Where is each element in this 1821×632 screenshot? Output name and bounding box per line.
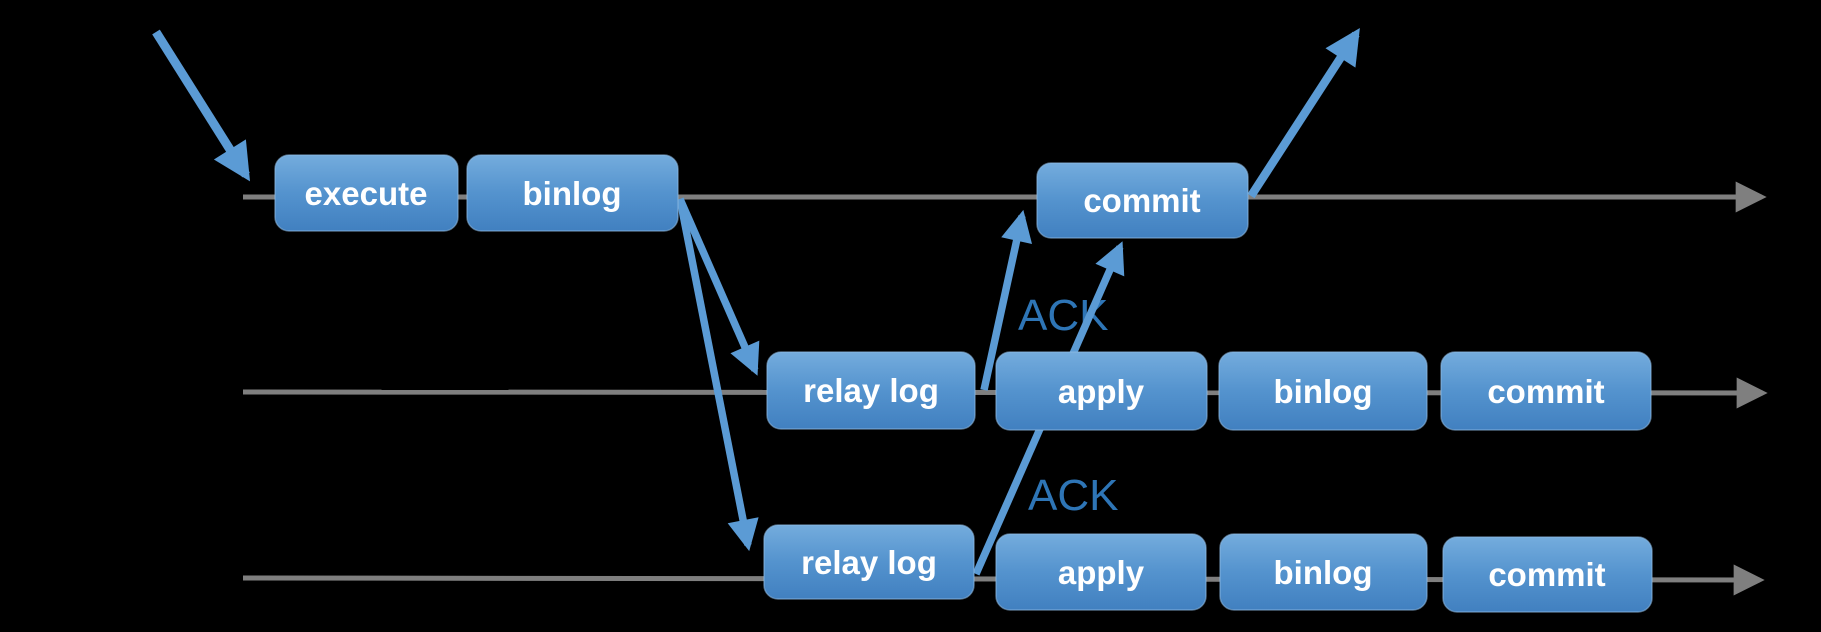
node-binlog-slave2-label: binlog [1274,554,1373,591]
node-commit-slave1-label: commit [1487,373,1604,410]
node-binlog-slave1: binlog [1218,351,1428,431]
node-apply-slave2-box [995,533,1207,611]
node-commit-slave2-box [1442,536,1653,613]
node-relaylog-slave2-label: relay log [801,544,937,581]
node-commit-slave2: commit [1442,536,1653,613]
node-apply-slave2-label: apply [1058,554,1145,591]
node-commit-master-box [1036,162,1249,239]
node-commit-master: commit [1036,162,1249,239]
node-apply-slave1-box [995,351,1208,431]
arrow-client-response [1247,28,1360,199]
row3-nodes: relay log apply binlog commit [763,524,1653,613]
node-apply-slave1-label: apply [1058,373,1145,410]
ack-label-2: ACK [1028,471,1118,520]
node-relaylog-slave1-box [766,351,976,430]
node-relaylog-slave1-label: relay log [803,372,939,409]
arrow-client-request [152,29,251,182]
node-binlog-slave1-label: binlog [1274,373,1373,410]
node-execute-label: execute [305,175,428,212]
node-binlog-master: binlog [466,154,679,232]
node-binlog-slave2-box [1219,533,1428,611]
node-relaylog-slave1: relay log [766,351,976,430]
arrow-binlog-to-relaylog-2 [676,198,759,552]
node-commit-slave2-label: commit [1488,556,1605,593]
node-apply-slave2: apply [995,533,1207,611]
node-execute-box [274,154,459,232]
node-binlog-slave2: binlog [1219,533,1428,611]
node-apply-slave1: apply [995,351,1208,431]
node-commit-master-label: commit [1083,182,1200,219]
node-binlog-master-box [466,154,679,232]
row2-nodes: relay log apply binlog commit [766,351,1652,431]
node-binlog-master-label: binlog [523,175,622,212]
node-binlog-slave1-box [1218,351,1428,431]
row1-nodes: execute binlog commit [274,154,1249,239]
arrow-binlog-to-relaylog-1 [676,197,760,376]
arrow-ack-1 [980,209,1033,391]
node-relaylog-slave2: relay log [763,524,975,600]
flow-arrows [152,28,1360,576]
node-execute: execute [274,154,459,232]
node-commit-slave1: commit [1440,351,1652,431]
node-relaylog-slave2-box [763,524,975,600]
node-commit-slave1-box [1440,351,1652,431]
